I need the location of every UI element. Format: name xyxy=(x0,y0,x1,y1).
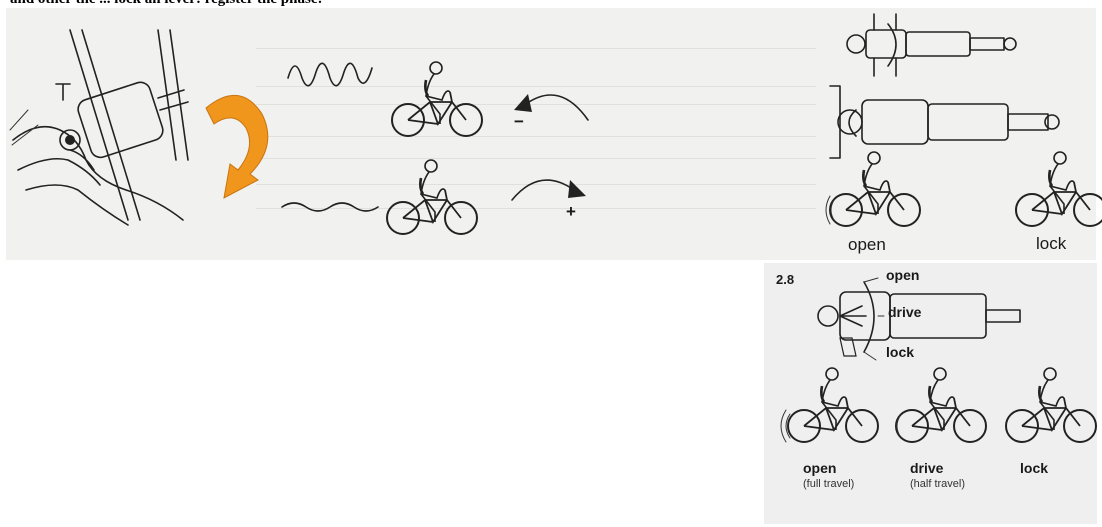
cyclist-icon xyxy=(828,152,928,232)
increase-arrow-icon xyxy=(508,168,592,212)
open-label: open xyxy=(848,235,886,255)
hand-adjusting-shock-illustration xyxy=(8,20,208,230)
cyclist-icon xyxy=(786,368,886,448)
mode-drive-name: drive xyxy=(910,460,943,476)
smooth-wave-icon xyxy=(280,199,380,215)
cyclist-icon xyxy=(894,368,994,448)
figure-number: 2.8 xyxy=(776,272,794,287)
mode-open-note: (full travel) xyxy=(803,478,854,490)
mode-lock-name: lock xyxy=(1020,460,1048,476)
cyclist-icon xyxy=(385,160,485,240)
rear-shock-illustration xyxy=(800,276,1030,366)
rough-wave-icon xyxy=(286,56,376,86)
lever-drive-label: drive xyxy=(888,304,921,320)
rotate-arrow-icon xyxy=(200,88,270,203)
cyclist-icon xyxy=(1004,368,1102,448)
rear-shock-illustration xyxy=(822,84,1062,160)
mode-open-name: open xyxy=(803,460,836,476)
cyclist-icon xyxy=(390,62,490,142)
rear-shock-illustration xyxy=(836,10,1020,80)
mode-drive-note: (half travel) xyxy=(910,478,965,490)
cyclist-icon xyxy=(1014,152,1102,232)
minus-label: − xyxy=(514,112,524,132)
plus-label: + xyxy=(566,202,576,222)
lever-lock-label: lock xyxy=(886,344,914,360)
lock-label: lock xyxy=(1036,234,1066,254)
lever-open-label: open xyxy=(886,267,919,283)
